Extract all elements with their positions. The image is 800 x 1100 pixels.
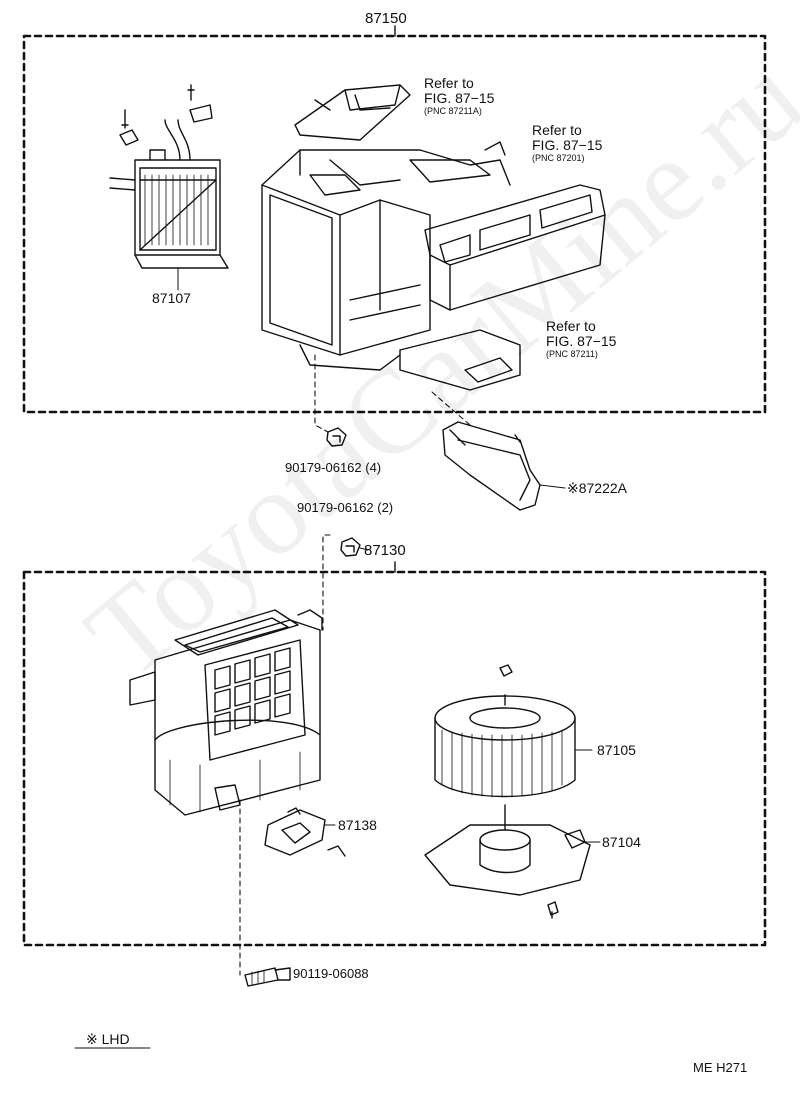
reference-2-line2: FIG. 87−15: [532, 137, 603, 153]
bolt-label: 90119-06088: [293, 966, 369, 981]
upper-assembly-boundary: [22, 25, 767, 414]
resistor-label: 87138: [338, 817, 377, 833]
lower-assembly-label: 87130: [364, 542, 406, 559]
heater-core-label: 87107: [152, 290, 191, 306]
reference-1: Refer to FIG. 87−15 (PNC 87211A): [424, 76, 494, 117]
clip-4-label: 90179-06162 (4): [285, 460, 382, 475]
resistor-drawing: [264, 807, 346, 857]
heater-unit-drawing: [261, 84, 606, 391]
reference-2-pnc: (PNC 87201): [532, 153, 585, 163]
clip-lower-drawing: [340, 537, 369, 557]
reference-3-pnc: (PNC 87211): [546, 349, 598, 359]
bolt-drawing: [244, 967, 291, 987]
reference-2-line1: Refer to: [532, 122, 582, 138]
figure-code: ME H271: [693, 1060, 748, 1075]
blower-unit-drawing: [129, 609, 323, 816]
leader-lines: [239, 354, 471, 976]
reference-3-line1: Refer to: [546, 318, 596, 334]
reference-1-line2: FIG. 87−15: [424, 90, 495, 106]
clip-upper-drawing: [326, 427, 347, 447]
lhd-legend: ※ LHD: [86, 1031, 130, 1047]
lower-assembly-boundary: [22, 561, 767, 947]
reference-2: Refer to FIG. 87−15 (PNC 87201): [532, 123, 602, 164]
cover-label: ※87222A: [567, 480, 627, 496]
fan-drawing: [434, 664, 593, 798]
reference-1-line1: Refer to: [424, 75, 474, 91]
upper-assembly-label: 87150: [365, 10, 407, 27]
motor-label: 87104: [602, 834, 641, 850]
clip-2-label: 90179-06162 (2): [297, 500, 394, 515]
reference-3: Refer to FIG. 87−15 (PNC 87211): [546, 319, 616, 360]
reference-1-pnc: (PNC 87211A): [424, 106, 482, 116]
heater-core-drawing: [109, 84, 229, 291]
cover-drawing: [442, 421, 566, 511]
fan-label: 87105: [597, 742, 636, 758]
motor-drawing: [424, 804, 601, 919]
reference-3-line2: FIG. 87−15: [546, 333, 617, 349]
